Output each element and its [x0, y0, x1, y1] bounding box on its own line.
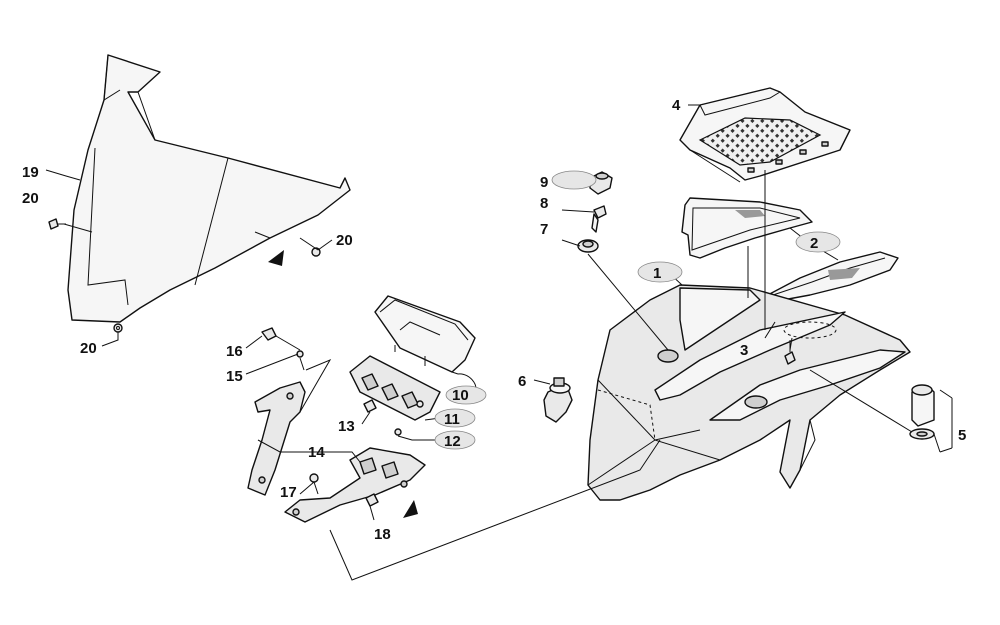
clip-part-3	[784, 337, 796, 365]
callout-13: 13	[338, 418, 355, 435]
callout-7: 7	[540, 221, 548, 238]
mount-bracket-part-14-lower	[284, 447, 426, 523]
hood-part	[587, 284, 911, 501]
callout-5: 5	[958, 427, 966, 444]
callout-20-left: 20	[22, 190, 39, 207]
callout-label: 5	[958, 427, 966, 444]
callout-label: 19	[22, 164, 39, 181]
callout-label: 11	[444, 411, 460, 428]
gauge-bracket-part	[349, 355, 441, 421]
callout-label: 17	[280, 484, 297, 501]
storage-tray-part	[679, 87, 851, 183]
callout-11: 11	[434, 408, 476, 428]
callout-20-bottom: 20	[80, 340, 97, 357]
switch-part-6	[543, 377, 573, 423]
nut-part-18	[365, 493, 379, 507]
callout-label: 20	[336, 232, 353, 249]
screw-part-16	[261, 327, 277, 341]
callout-label: 3	[740, 342, 748, 359]
gauge-part	[374, 295, 476, 373]
callout-15: 15	[226, 368, 243, 385]
direction-arrow-lower	[403, 500, 418, 518]
callout-label: 13	[338, 418, 355, 435]
callout-12: 12	[434, 430, 476, 450]
callout-label: 18	[374, 526, 391, 543]
callout-3: 3	[740, 342, 748, 359]
callout-9: 9	[540, 170, 597, 191]
callout-label: 10	[452, 387, 469, 404]
callout-19: 19	[22, 164, 39, 181]
callout-label: 20	[80, 340, 97, 357]
callout-1: 1	[637, 261, 683, 283]
callout-18: 18	[374, 526, 391, 543]
callout-label: 9	[540, 174, 548, 191]
callout-4: 4	[672, 97, 681, 114]
callout-14: 14	[308, 444, 325, 461]
callout-label: 15	[226, 368, 243, 385]
callout-2: 2	[795, 231, 841, 253]
callout-17: 17	[280, 484, 297, 501]
callout-label: 2	[810, 235, 818, 252]
callout-8: 8	[540, 195, 548, 212]
callout-20-right: 20	[336, 232, 353, 249]
callout-label: 4	[672, 97, 681, 114]
key-part-8	[591, 205, 607, 233]
callout-label: 14	[308, 444, 325, 461]
callout-label: 16	[226, 343, 243, 360]
callout-label: 1	[653, 265, 661, 282]
screw-part-20-left	[48, 218, 66, 230]
windshield-part	[67, 54, 351, 323]
callout-label: 6	[518, 373, 526, 390]
nut-part-12	[394, 428, 402, 436]
mount-bracket-part-14	[247, 381, 306, 496]
panel-part-2-lower	[761, 251, 899, 303]
callout-label: 8	[540, 195, 548, 212]
ignition-switch-part-7	[577, 239, 599, 253]
callout-10: 10	[445, 385, 487, 405]
callout-6: 6	[518, 373, 526, 390]
callout-label: 20	[22, 190, 39, 207]
panel-part-2-upper	[681, 197, 813, 259]
bolt-part-13	[363, 399, 377, 413]
callout-label: 12	[444, 433, 461, 450]
washer-part-20-bottom	[113, 323, 123, 333]
callout-16: 16	[226, 343, 243, 360]
direction-arrow-upper	[268, 250, 284, 266]
callout-label: 7	[540, 221, 548, 238]
power-socket-part	[909, 384, 935, 440]
